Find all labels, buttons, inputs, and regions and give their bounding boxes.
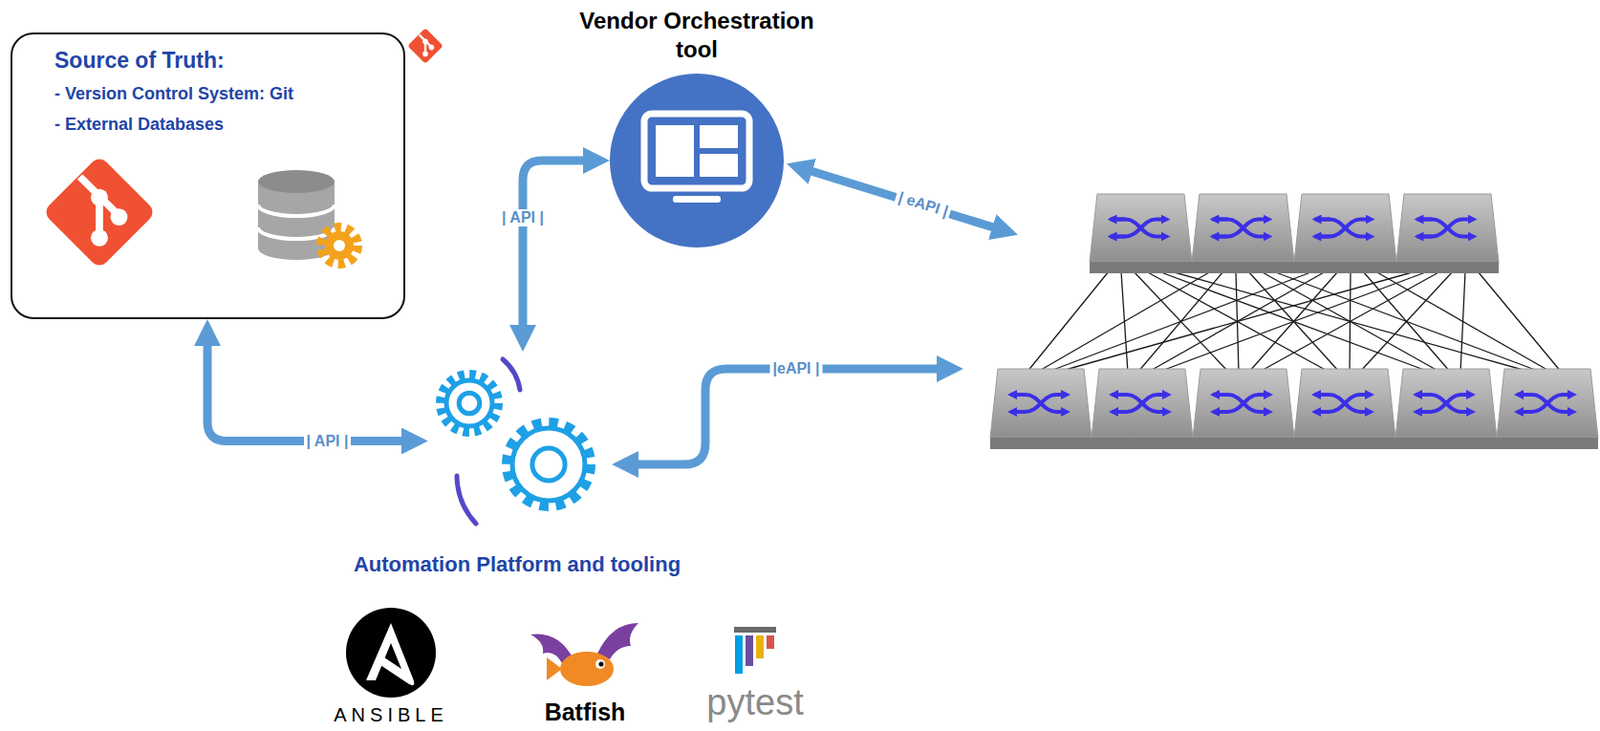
- batfish-logo: [530, 623, 639, 687]
- git-logo: [407, 27, 443, 64]
- switch-icon: [1396, 194, 1499, 274]
- box-heading: Source of Truth:: [54, 45, 394, 75]
- switch-icon: [1091, 368, 1193, 450]
- git-logo: [42, 154, 156, 269]
- edge-label: | API |: [498, 209, 547, 227]
- pytest-logo: [734, 627, 777, 674]
- ansible-logo: [345, 607, 436, 698]
- logo-wordmark: ANSIBLE: [333, 704, 448, 727]
- switch-icon: [990, 368, 1092, 450]
- api-connector: [522, 160, 591, 333]
- orchestration-circle: Vendor Orchestration tool: [609, 73, 784, 248]
- eapi-arrow: [630, 368, 945, 465]
- switch-icon: [1395, 368, 1497, 450]
- switch-icon: [1089, 194, 1192, 274]
- switch-icon: [1496, 368, 1599, 450]
- switch-fabric: [990, 194, 1599, 450]
- eapi-arrow: [804, 169, 1000, 230]
- connector-label: |eAPI |: [770, 360, 823, 378]
- node-caption: Automation Platform and tooling: [316, 551, 718, 579]
- switch-icon: [1192, 368, 1295, 450]
- connector-label: | eAPI |: [893, 188, 953, 222]
- switch-icon: [1191, 194, 1295, 274]
- node-title: Vendor Orchestration tool: [572, 6, 822, 65]
- source-box: Source of Truth:- Version Control System…: [10, 32, 406, 320]
- logo-wordmark: pytest: [706, 682, 803, 724]
- switch-icon: [1294, 194, 1397, 274]
- circle-outline: [609, 73, 784, 248]
- gear-icon: [428, 351, 607, 531]
- database-icon: [258, 170, 358, 264]
- api-connector: [207, 338, 410, 442]
- automation-gears: Automation Platform and tooling: [428, 351, 607, 531]
- box-bullet: - External Databases: [54, 108, 394, 140]
- edge-label: | API |: [303, 432, 352, 451]
- switch-icon: [1294, 368, 1396, 450]
- logo-wordmark: Batfish: [544, 698, 627, 727]
- box-bullet: - Version Control System: Git: [54, 78, 394, 109]
